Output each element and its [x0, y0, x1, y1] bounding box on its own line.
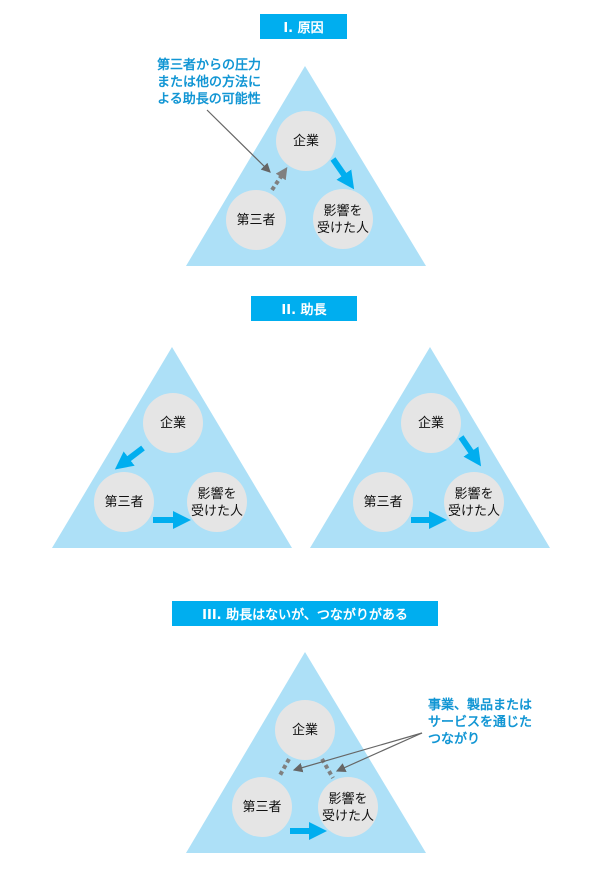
dashed-arrow	[270, 167, 288, 192]
label-line: 影響を	[197, 487, 237, 502]
label-line: 影響を	[328, 792, 368, 807]
label-line: 影響を	[454, 487, 494, 502]
label-line: 受けた人	[321, 809, 374, 824]
section-2-diagram-right	[310, 347, 550, 548]
note-line: 事業、製品または	[428, 698, 533, 713]
circle-third-party	[94, 472, 154, 532]
circle-third-party	[226, 190, 286, 250]
circle-affected	[187, 472, 247, 532]
note-line: 第三者からの圧力	[156, 58, 261, 73]
label-line: 受けた人	[447, 504, 500, 519]
callout-arrow	[292, 732, 423, 773]
note-line: つながり	[428, 732, 481, 747]
section-1-header: I. 原因	[260, 14, 347, 39]
label-third-party: 第三者	[236, 213, 276, 228]
dashed-link	[277, 758, 291, 778]
label-line: 受けた人	[316, 221, 369, 236]
label-affected: 影響を受けた人	[439, 486, 509, 520]
circle-affected	[444, 472, 504, 532]
label-line: 影響を	[323, 204, 363, 219]
label-affected: 影響を受けた人	[308, 203, 378, 237]
blue-arrow	[458, 435, 482, 467]
circle-affected	[318, 777, 378, 837]
section-3-header: III. 助長はないが、つながりがある	[172, 601, 438, 626]
note-line: サービスを通じた	[428, 715, 533, 730]
label-company: 企業	[291, 723, 318, 738]
note-line: または他の方法に	[156, 75, 261, 90]
section-2-diagram-left	[52, 347, 292, 548]
dashed-link	[320, 757, 335, 780]
label-company: 企業	[292, 134, 319, 149]
label-company: 企業	[159, 416, 186, 431]
circle-affected	[313, 189, 373, 249]
callout-arrow	[335, 732, 423, 772]
circle-company	[143, 393, 203, 453]
blue-arrow	[114, 445, 145, 470]
circle-company	[401, 393, 461, 453]
label-third-party: 第三者	[104, 495, 144, 510]
section-1-note: 第三者からの圧力 または他の方法に よる助長の可能性	[150, 57, 268, 108]
section-1-diagram	[186, 66, 426, 266]
label-line: 受けた人	[190, 504, 243, 519]
section-3-diagram	[186, 652, 426, 853]
circle-third-party	[232, 777, 292, 837]
circle-company	[275, 700, 335, 760]
section-2-header: II. 助長	[251, 296, 357, 321]
circle-company	[276, 111, 336, 171]
label-affected: 影響を受けた人	[313, 791, 383, 825]
circle-third-party	[353, 472, 413, 532]
label-company: 企業	[417, 416, 444, 431]
note-line: よる助長の可能性	[157, 92, 261, 107]
label-affected: 影響を受けた人	[182, 486, 252, 520]
label-third-party: 第三者	[363, 495, 403, 510]
blue-arrow	[330, 157, 355, 190]
callout-arrow	[206, 109, 271, 173]
label-third-party: 第三者	[242, 800, 282, 815]
section-3-note: 事業、製品または サービスを通じた つながり	[428, 697, 532, 748]
